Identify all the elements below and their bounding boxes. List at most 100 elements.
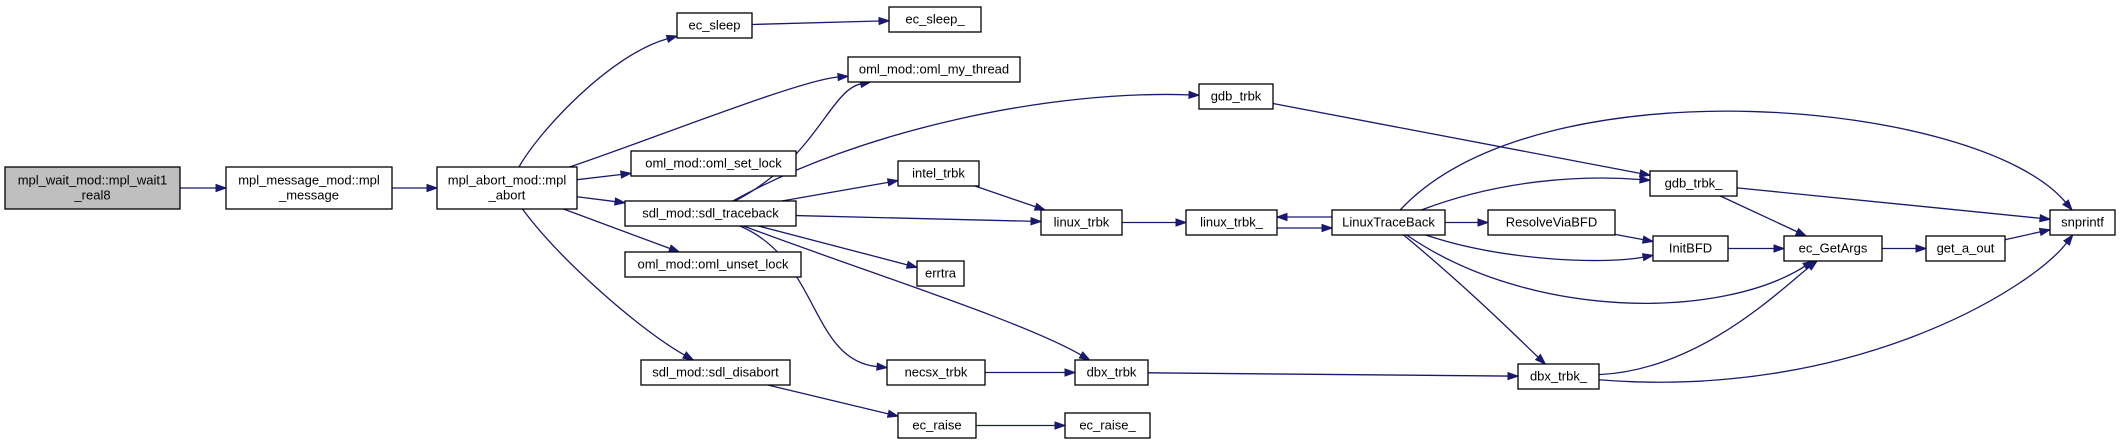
node-box (1331, 209, 1446, 236)
edge-line (569, 76, 839, 168)
node-box (888, 6, 982, 33)
call-edge-LinuxTraceBack-to-InitBFD (1425, 234, 1655, 262)
function-node-ec_sleep_[interactable]: ec_sleep_ (888, 6, 982, 33)
arrowhead (1915, 244, 1928, 253)
edge-line (2004, 231, 2041, 241)
node-box (847, 56, 1021, 83)
node-box (225, 166, 393, 210)
node-label: mpl_wait_mod::mpl_wait1 (18, 173, 168, 188)
function-node-dbx_trbk_[interactable]: dbx_trbk_ (1517, 363, 1600, 390)
arrowhead (2062, 199, 2074, 212)
node-box (1925, 235, 2006, 262)
call-edge-message-to-abort (392, 183, 439, 193)
function-node-dbx_trbk[interactable]: dbx_trbk (1074, 359, 1149, 386)
function-node-linux_trbk[interactable]: linux_trbk (1040, 209, 1123, 236)
edge-line (739, 225, 878, 368)
call-edge-sdl_traceback-to-necsx_trbk (739, 225, 889, 371)
node-label: ResolveViaBFD (1506, 215, 1598, 230)
node-box (1064, 412, 1151, 439)
call-edge-LinuxTraceBack-to-ResolveViaBFD (1445, 218, 1490, 227)
call-edge-intel_trbk-to-linux_trbk (974, 185, 1047, 211)
node-label: ec_sleep_ (905, 12, 965, 27)
edge-line (518, 38, 668, 168)
function-node-oml_my_thread[interactable]: oml_mod::oml_my_thread (847, 56, 1021, 83)
node-box (436, 166, 578, 210)
function-node-sdl_disabort[interactable]: sdl_mod::sdl_disabort (640, 359, 791, 386)
arrowhead (426, 183, 439, 193)
function-node-ec_sleep[interactable]: ec_sleep (676, 12, 753, 39)
function-node-ec_raise[interactable]: ec_raise (897, 412, 977, 439)
node-box (630, 150, 797, 177)
call-edge-ec_GetArgs-to-get_a_out (1882, 244, 1928, 253)
arrowhead (1638, 169, 1652, 178)
call-edge-sdl_traceback-to-linux_trbk (795, 214, 1043, 226)
function-node-InitBFD[interactable]: InitBFD (1652, 235, 1729, 262)
node-box (1040, 209, 1123, 236)
edge-line (1598, 242, 2068, 383)
call-edge-sdl_disabort-to-ec_raise (767, 384, 900, 418)
edge-line (1598, 266, 1810, 376)
function-node-sdl_traceback[interactable]: sdl_mod::sdl_traceback (624, 200, 797, 227)
call-edge-necsx_trbk-to-dbx_trbk (985, 368, 1077, 377)
function-node-oml_unset_lock[interactable]: oml_mod::oml_unset_lock (624, 251, 802, 278)
function-node-intel_trbk[interactable]: intel_trbk (897, 160, 980, 187)
node-label: oml_mod::oml_unset_lock (637, 257, 789, 272)
edge-line (1736, 187, 2041, 219)
edge-line (743, 225, 1082, 356)
edge-line (521, 208, 685, 356)
function-node-gdb_trbk_[interactable]: gdb_trbk_ (1649, 170, 1738, 197)
arrowhead (1054, 421, 1067, 430)
function-nodes: mpl_wait_mod::mpl_wait1_real8 mpl_message… (4, 6, 2116, 439)
function-node-oml_set_lock[interactable]: oml_mod::oml_set_lock (630, 150, 797, 177)
function-node-wait1[interactable]: mpl_wait_mod::mpl_wait1_real8 (4, 166, 181, 210)
function-node-message[interactable]: mpl_message_mod::mpl_message (225, 166, 393, 210)
function-node-gdb_trbk[interactable]: gdb_trbk (1198, 83, 1274, 110)
function-node-errtra[interactable]: errtra (916, 260, 965, 287)
call-edge-dbx_trbk_-to-snprintf (1598, 233, 2074, 383)
node-label: oml_mod::oml_set_lock (645, 156, 782, 171)
function-node-linux_trbk_[interactable]: linux_trbk_ (1185, 209, 1278, 236)
call-edge-LinuxTraceBack-to-linux_trbk_ (1275, 212, 1332, 222)
arrowhead (620, 170, 633, 179)
edge-line (767, 384, 889, 415)
node-label: sdl_mod::sdl_traceback (642, 206, 779, 221)
call-edge-sdl_traceback-to-errtra (758, 225, 919, 269)
arrowhead (1175, 218, 1188, 227)
arrowhead (668, 244, 681, 253)
call-edge-linux_trbk-to-linux_trbk_ (1122, 218, 1188, 227)
function-node-LinuxTraceBack[interactable]: LinuxTraceBack (1331, 209, 1446, 236)
function-node-ec_raise_[interactable]: ec_raise_ (1064, 412, 1151, 439)
call-edge-dbx_trbk_-to-ec_GetArgs (1598, 260, 1819, 376)
node-label: _abort (488, 188, 526, 203)
node-box (897, 160, 980, 187)
arrowhead (886, 409, 900, 418)
edge-line (1614, 233, 1644, 241)
edge-line (795, 214, 1032, 222)
node-label: intel_trbk (912, 166, 965, 181)
function-node-ResolveViaBFD[interactable]: ResolveViaBFD (1487, 209, 1616, 236)
node-label: _message (278, 188, 339, 203)
node-label: ec_raise (912, 418, 961, 433)
node-label: oml_mod::oml_my_thread (859, 62, 1009, 77)
node-box (624, 251, 802, 278)
node-label: mpl_message_mod::mpl (238, 173, 380, 188)
arrowhead (1794, 227, 1808, 237)
function-node-abort[interactable]: mpl_abort_mod::mpl_abort (436, 166, 578, 210)
edge-line (734, 83, 861, 202)
function-node-snprintf[interactable]: snprintf (2049, 209, 2116, 236)
arrowhead (1639, 175, 1652, 184)
edge-line (1421, 177, 1641, 211)
call-edge-sdl_traceback-to-dbx_trbk (743, 225, 1092, 361)
function-node-ec_GetArgs[interactable]: ec_GetArgs (1783, 235, 1883, 262)
arrowhead (1773, 244, 1786, 253)
arrowhead (886, 178, 900, 187)
call-edge-LinuxTraceBack-to-snprintf (1399, 110, 2074, 212)
arrowhead (1641, 235, 1655, 244)
arrowhead (1078, 351, 1092, 361)
call-edge-LinuxTraceBack-to-ec_GetArgs (1406, 234, 1815, 304)
call-edge-abort-to-sdl_traceback (576, 196, 627, 206)
function-node-necsx_trbk[interactable]: necsx_trbk (886, 359, 986, 386)
node-box (1783, 235, 1883, 262)
function-node-get_a_out[interactable]: get_a_out (1925, 235, 2006, 262)
node-box (1198, 83, 1274, 110)
